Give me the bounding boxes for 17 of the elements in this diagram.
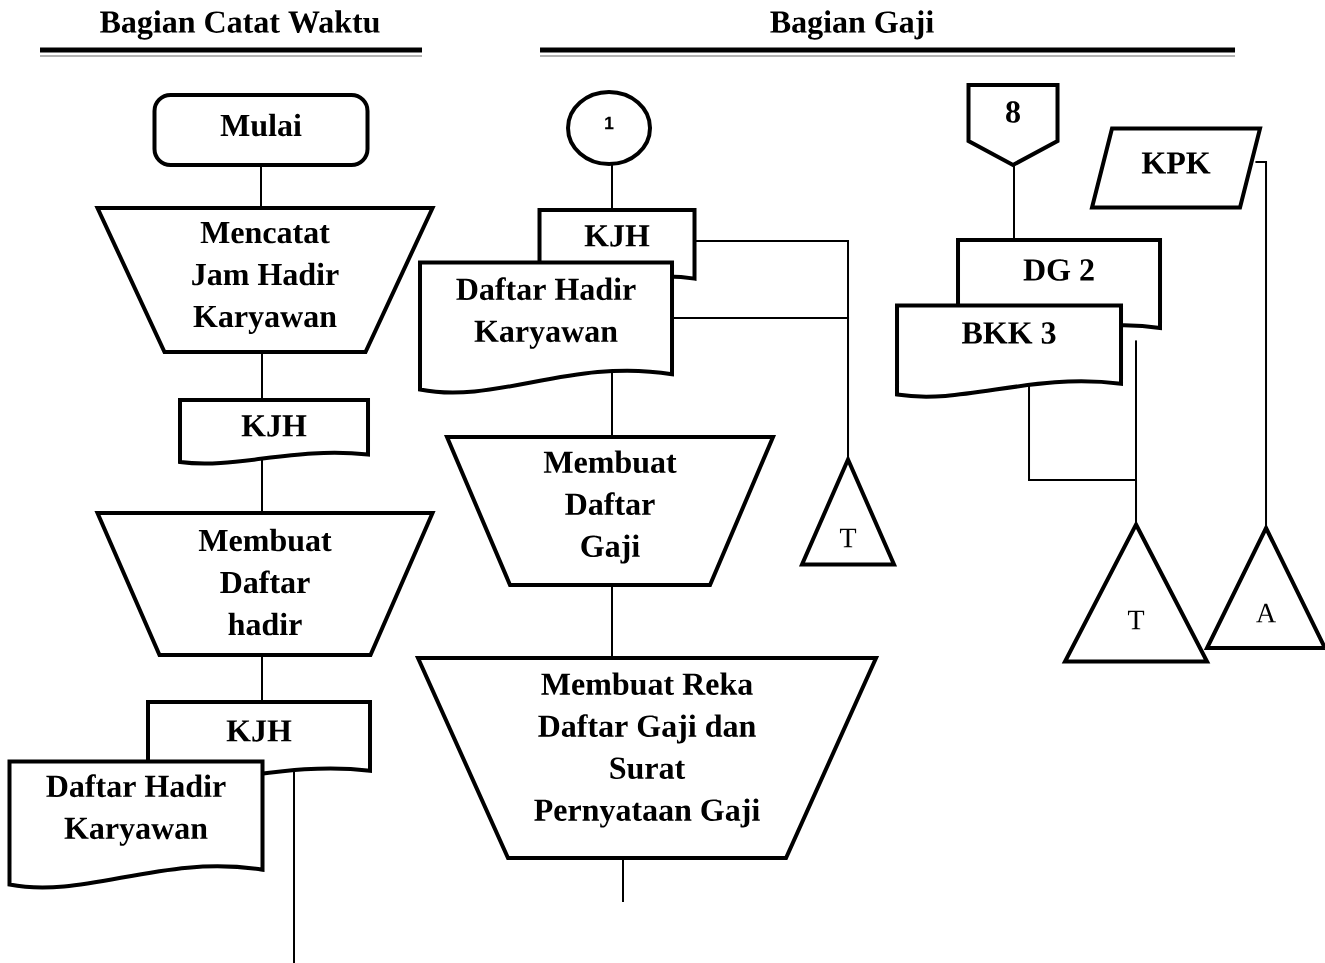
connector-line <box>611 370 613 438</box>
connector-line <box>261 458 263 514</box>
lane-heading: Bagian Gaji <box>770 10 934 40</box>
connector-line <box>1254 161 1268 529</box>
connector-line <box>611 584 613 659</box>
connector-line <box>671 317 849 461</box>
connector-line <box>261 654 263 703</box>
connector-line <box>260 164 262 209</box>
lane-heading: Bagian Catat Waktu <box>100 10 380 40</box>
connector-line <box>622 857 624 903</box>
off-page-connector: 8 <box>966 83 1060 168</box>
connector-line <box>1013 164 1015 241</box>
connector-line <box>611 163 613 211</box>
connector-line <box>1028 384 1137 526</box>
connector-line <box>261 351 263 401</box>
terminal-box: Mulai <box>152 93 370 167</box>
connector-line <box>293 769 295 963</box>
